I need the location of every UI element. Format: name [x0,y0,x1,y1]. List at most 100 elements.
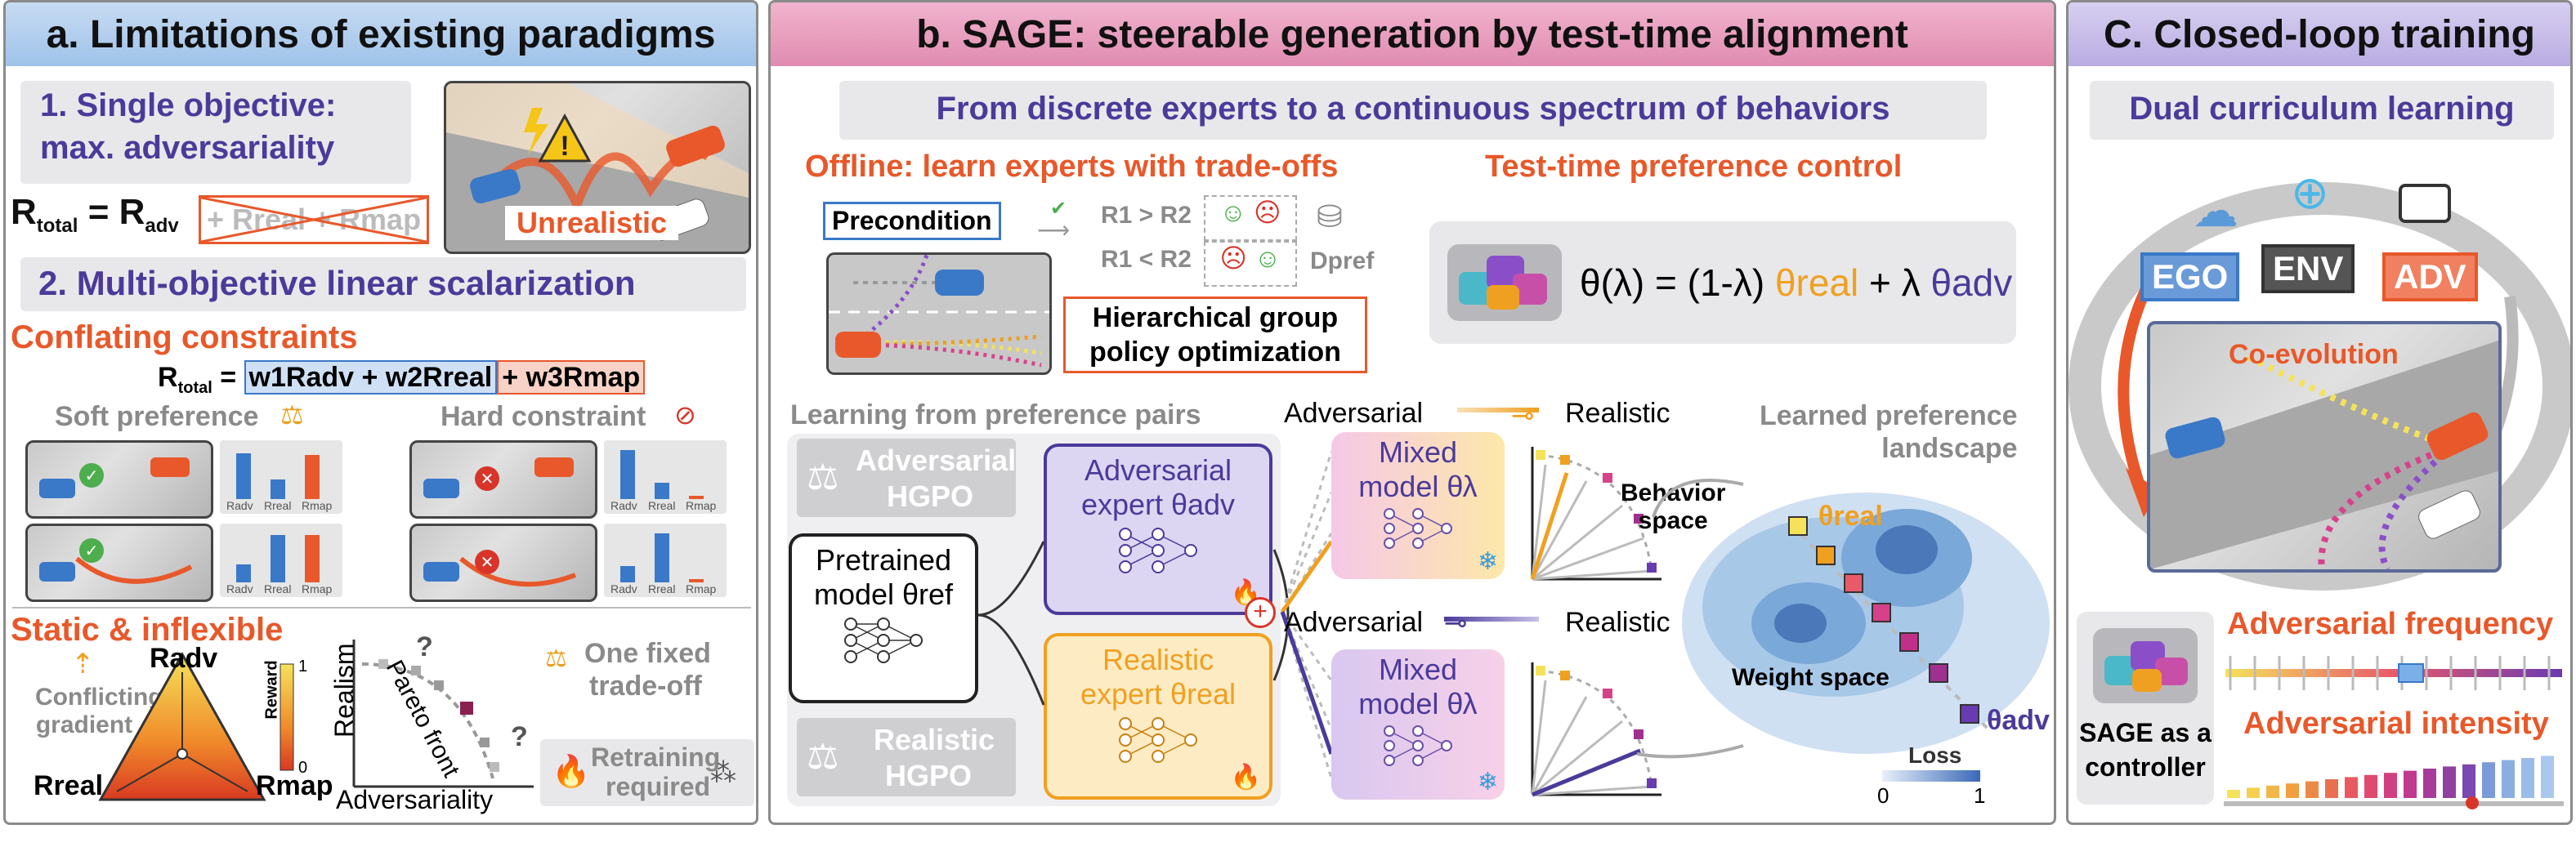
bar-label-radv: Radv [226,499,253,512]
question-mark-2: ? [511,721,528,752]
retraining-box: 🔥 Retraining required ⁂ [540,739,754,806]
bar-label-rmap: Rmap [302,499,333,512]
reward-max: 1 [298,658,308,675]
database-icon: ⛁ [1317,200,1343,234]
slider-knob-real: ⊸ [1511,400,1535,431]
slider-track-1 [1457,408,1539,412]
landscape-line-2: landscape [1881,433,2018,464]
camera-icon [2399,184,2451,223]
arrow-icon: ⟶ [1037,217,1071,243]
sage-as-a-label: SAGE as a [2079,718,2212,747]
formula-base: θ(λ) = (1-λ) [1580,261,1765,304]
behavior-space-line-1: Behavior [1621,479,1726,506]
connector-arrows [977,541,1290,706]
bar-label-rreal-4: Rreal [648,582,676,595]
equals-sign: = [87,192,110,232]
intensity-bar [2364,774,2377,798]
intensity-bar [2227,790,2240,798]
network-icon: ⁂ [710,758,736,787]
formula-r-total-sub: total [177,378,212,397]
single-objective-box: 1. Single objective: max. adversariality [20,81,411,184]
plus-circle-icon: + [1245,597,1276,628]
intensity-bar [2423,769,2436,798]
adv-car-icon [666,125,725,167]
hard-scene-2-svg: ✕ [423,550,577,587]
scale-icon-real: ⚖ [807,737,839,777]
r-adv-sub: adv [145,214,179,237]
loss-max: 1 [1974,783,1986,808]
adversarial-label-1: Adversarial [1284,398,1424,429]
svg-text:✓: ✓ [85,467,99,485]
required-label: required [606,772,711,801]
slider-knob-adv: ⊸ [1444,608,1468,639]
weight-space-label: Weight space [1732,664,1890,691]
soft-bars-1: Radv Rreal Rmap [220,440,342,514]
hgpo-trajectory-image [826,252,1052,375]
intensity-bar [2521,758,2534,798]
landscape-line-1: Learned preference [1760,400,2018,431]
intensity-bars [2224,756,2564,809]
formula-equals: = [220,362,237,393]
curved-connector-arrows [1636,479,1744,759]
formula-text: θ(λ) = (1-λ) θreal + λ θadv [1580,261,2012,305]
bar-label-radv-2: Radv [610,499,637,512]
hgpo-box: Hierarchical group policy optimization [1063,296,1367,373]
real-expert-box: Realistic expert θreal 🔥 [1044,633,1272,800]
lightning-icon [524,108,548,155]
reward-min: 0 [298,759,308,777]
test-time-label: Test-time preference control [1485,149,1903,184]
reward-label: Reward [262,660,281,720]
hard-bars-1: Radv Rreal Rmap [604,440,727,514]
behavior-space-plot-2 [1531,662,1661,797]
soft-scene-1-svg: ✓ [39,457,190,498]
panel-a: a. Limitations of existing paradigms 1. … [3,0,758,825]
mixed-2-line-2: model θλ [1358,687,1478,720]
panel-c-title: C. Closed-loop training [2068,2,2570,66]
bar-label-rmap-2: Rmap [686,499,717,512]
intensity-bar [2404,770,2417,798]
adv-expert-line-2: expert θadv [1080,488,1236,521]
adv-expert-box: Adversarial expert θadv 🔥 [1044,444,1272,615]
soft-scenario-2: ✓ [25,524,213,602]
bar-label-rreal-3: Rreal [264,582,292,595]
offline-label: Offline: learn experts with trade-offs [805,149,1339,184]
adversarial-label-2: Adversarial [1284,607,1424,638]
network-icon-pretrained [844,617,923,663]
pretrained-line-1: Pretrained [815,543,952,577]
adv-badge: ADV [2382,252,2478,301]
behavior-space-plot-1 [1530,447,1661,581]
formula-red-terms: + w3Rmap [497,360,646,395]
realistic-label-1: Realistic [1565,398,1670,429]
adv-hgpo-line-1: Adversarial [856,444,1017,477]
formula-blue-terms: w1Radv + w2Rreal [244,360,498,395]
svg-text:✓: ✓ [85,542,99,560]
slider-track-2 [1444,617,1539,622]
ego-badge: EGO [2140,252,2240,301]
mixed-model-box-2: Mixed model θλ ❄ [1331,649,1505,800]
realistic-label-2: Realistic [1565,607,1670,638]
prohibited-icon: ⊘ [674,400,696,430]
puzzle-blend-icon [1447,244,1562,321]
mixed-1-line-1: Mixed [1378,435,1458,469]
co-evolution-scene [2147,321,2502,573]
happy-sad-faces-1: ☺ ☹ [1204,195,1297,241]
pretrained-line-2: model θref [813,577,954,611]
bar-label-radv-3: Radv [226,582,253,595]
globe-icon: ⊕ [2291,167,2329,218]
frequency-slider [2225,656,2562,690]
soft-bars-2: Radv Rreal Rmap [220,524,342,597]
scale-icon-2: ⚖ [545,645,567,672]
single-objective-label: 1. Single objective: [40,87,337,123]
intensity-bar [2325,779,2338,798]
loss-label: Loss [1908,742,1962,768]
loss-colorbar [1882,770,1980,782]
scale-icon-adv: ⚖ [807,457,839,497]
hard-scenario-2: ✕ [409,524,597,602]
conflicting-arrows-icon: ⇡ [71,649,95,680]
pretrained-model-box: Pretrained model θref [789,533,978,703]
real-hgpo-line-2: HGPO [885,759,973,792]
intensity-bar [2286,783,2299,798]
soft-preference-label: Soft preference [55,401,259,432]
